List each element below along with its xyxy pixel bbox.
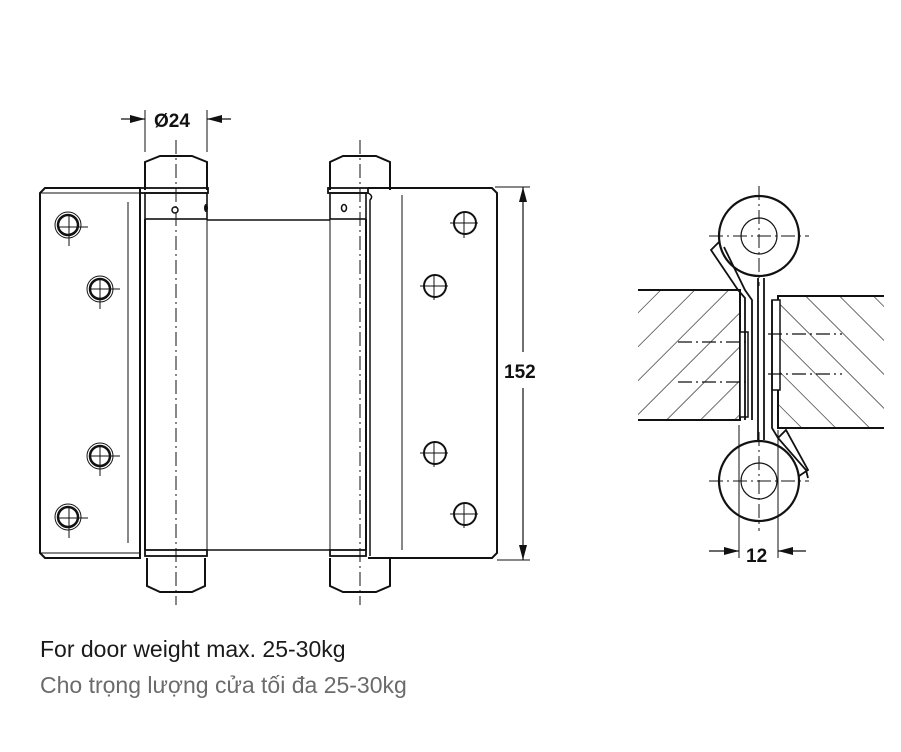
screw-hole xyxy=(450,211,478,238)
diameter-dimension xyxy=(121,110,231,152)
gap-dimension xyxy=(709,425,806,558)
left-frame-section xyxy=(638,289,750,421)
screw-hole xyxy=(54,503,88,538)
screw-hole xyxy=(54,211,88,246)
left-barrel xyxy=(139,140,209,605)
gap-label: 12 xyxy=(746,546,767,567)
left-leaf xyxy=(39,187,141,559)
right-barrel xyxy=(327,140,391,605)
screw-hole xyxy=(450,502,478,528)
screw-hole xyxy=(420,274,448,300)
diameter-label: Ø24 xyxy=(154,111,190,132)
screw-hole xyxy=(86,275,120,309)
caption-vietnamese: Cho trọng lượng cửa tối đa 25-30kg xyxy=(40,672,407,698)
right-door-section xyxy=(768,295,884,429)
caption-english: For door weight max. 25-30kg xyxy=(40,636,346,662)
right-leaf xyxy=(367,187,498,559)
screw-hole xyxy=(86,442,120,476)
height-label: 152 xyxy=(504,362,536,383)
section-view xyxy=(638,186,884,558)
top-knuckle xyxy=(709,186,809,420)
front-view xyxy=(39,110,530,605)
height-dimension xyxy=(495,186,530,561)
screw-hole xyxy=(420,441,448,467)
